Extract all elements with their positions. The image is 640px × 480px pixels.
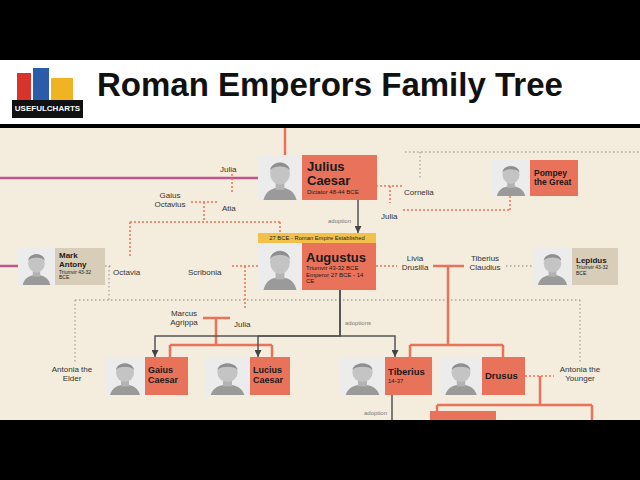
emperor-box: Tiberius14-37	[385, 357, 432, 395]
person-label: Antonia the Elder	[47, 365, 97, 383]
logo-text: USEFULCHARTS	[12, 104, 83, 113]
person-label: Gaius Octavius	[149, 191, 191, 209]
office-dates: Triumvir 43-32 BCE	[59, 270, 101, 281]
person-box: Gaius Caesar	[145, 357, 188, 395]
label-wrap: Atia	[222, 197, 236, 215]
person-label: Scribonia	[188, 268, 221, 277]
title-wrap: Roman Emperors Family Tree	[97, 68, 563, 101]
person-name: Julius Caesar	[307, 160, 372, 189]
office-dates: Dictator 48-44 BCE	[307, 189, 372, 196]
person-name: Mark Antony	[59, 252, 101, 270]
person-label: Antonia the Younger	[554, 365, 606, 383]
label-wrap: Julia	[381, 205, 397, 223]
office-dates: Emperor 27 BCE - 14 CE	[306, 272, 372, 285]
logo-bar	[17, 73, 31, 100]
adoption-arrow	[155, 290, 340, 357]
label-wrap: Livia Drusilla	[397, 254, 433, 272]
emperor-box: Julius CaesarDictator 48-44 BCE	[302, 155, 377, 200]
emperor-box: 27 BCE - Roman Empire EstablishedAugustu…	[302, 233, 376, 290]
person-box: Drusus	[482, 357, 525, 395]
person-name: Lucius Caesar	[253, 366, 287, 386]
portrait	[492, 160, 530, 196]
header-ground	[0, 60, 640, 124]
triumvir-box: Mark AntonyTriumvir 43-32 BCE	[55, 248, 105, 285]
person-name: Augustus	[306, 251, 372, 265]
person-label: Julia	[234, 320, 250, 329]
portrait	[258, 155, 302, 200]
portrait	[105, 357, 145, 395]
adoption-note: adoption	[364, 410, 387, 417]
person-label: Octavia	[113, 268, 140, 277]
chart-title: Roman Emperors Family Tree	[97, 68, 563, 101]
logo-plate	[12, 100, 83, 118]
label-wrap: Octavia	[113, 261, 140, 279]
label-wrap: Antonia the Elder	[47, 365, 97, 383]
label-wrap: Cornelia	[404, 181, 434, 199]
person-label: Livia Drusilla	[397, 254, 433, 272]
portrait	[340, 357, 385, 395]
person-label: Marcus Agrippa	[165, 309, 203, 327]
letterbox	[0, 420, 640, 480]
person-name: Gaius Caesar	[148, 366, 185, 386]
adoption-arrow	[340, 290, 395, 357]
person-label: Atia	[222, 204, 236, 213]
cut-box	[430, 411, 496, 420]
portrait	[440, 357, 482, 395]
person-label: Julia	[220, 165, 236, 174]
label-wrap: USEFULCHARTS	[12, 104, 83, 113]
label-wrap: Julia	[234, 313, 250, 331]
person-label: Julia	[381, 212, 397, 221]
label-wrap: Marcus Agrippa	[165, 309, 203, 327]
person-name: Lepidus	[576, 257, 614, 266]
adoption-line	[391, 395, 393, 420]
label-wrap: adoption	[364, 401, 387, 419]
person-label: Tiberius Claudius	[464, 254, 506, 272]
portrait	[258, 243, 302, 290]
person-name: Tiberius	[388, 367, 429, 377]
edge-label: adoptions	[344, 320, 372, 327]
label-wrap: Tiberius Claudius	[464, 254, 506, 272]
office-dates: Triumvir 43-32 BCE	[306, 265, 372, 272]
person-name: Pompey the Great	[534, 169, 574, 188]
adoption-arrow	[357, 200, 359, 233]
adoption-arrow	[258, 290, 340, 357]
person-name: Drusus	[485, 371, 522, 381]
portrait	[18, 248, 55, 285]
person-box: Pompey the Great	[530, 160, 578, 196]
era-banner: 27 BCE - Roman Empire Established	[258, 233, 376, 243]
label-wrap: Scribonia	[188, 261, 221, 279]
edge-label-wrap: adoptions	[344, 311, 372, 329]
chart-ground	[0, 128, 640, 420]
label-wrap: Gaius Octavius	[149, 191, 191, 209]
person-box: Lucius Caesar	[250, 357, 290, 395]
label-wrap: Antonia the Younger	[554, 365, 606, 383]
edge-label-wrap: adoption	[327, 209, 352, 227]
logo-bar	[33, 68, 49, 100]
office-dates: 14-37	[388, 378, 429, 385]
portrait	[205, 357, 250, 395]
edge-label: adoption	[327, 218, 352, 225]
office-dates: Triumvir 43-32 BCE	[576, 265, 614, 276]
triumvir-box: LepidusTriumvir 43-32 BCE	[572, 248, 618, 285]
relation-dotted-line	[75, 152, 640, 363]
logo-bar	[51, 78, 73, 100]
portrait	[533, 248, 572, 285]
label-wrap: Julia	[220, 158, 236, 176]
person-label: Cornelia	[404, 188, 434, 197]
descent-line	[170, 128, 592, 420]
